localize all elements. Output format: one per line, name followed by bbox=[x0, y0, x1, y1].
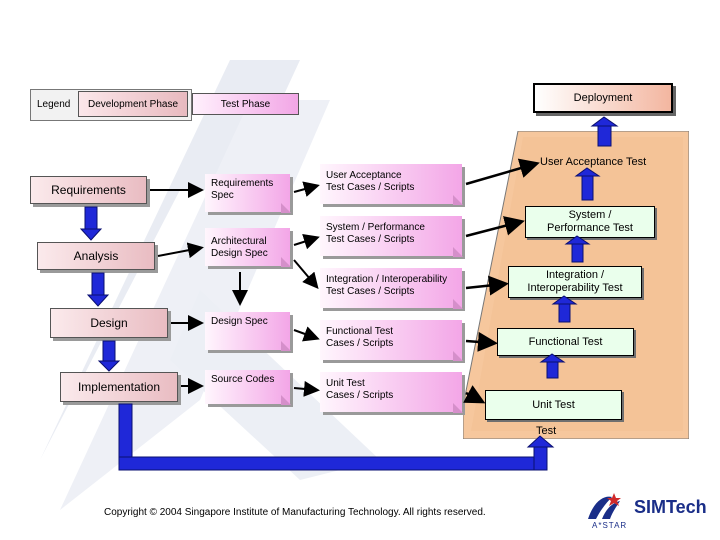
functional-cases-line2: Cases / Scripts bbox=[326, 338, 394, 349]
integration-cases-line1: Integration / Interoperability bbox=[326, 274, 448, 285]
arrow-unit-to-functional-head bbox=[539, 353, 566, 363]
arrow-integration-cases-to-integration-test bbox=[465, 275, 509, 296]
arrow-source-to-unit-cases bbox=[293, 380, 320, 397]
arrow-uat-to-deployment-head bbox=[590, 116, 619, 127]
arrow-uat-cases-to-uat bbox=[465, 158, 540, 186]
arrow-analysis-to-design-head bbox=[86, 294, 110, 307]
arrow-analysis-to-arch-spec bbox=[157, 242, 204, 259]
system-test-line1: System / bbox=[568, 209, 612, 221]
arrow-system-to-uat-head bbox=[574, 167, 601, 177]
functional-cases-line1: Functional Test bbox=[326, 326, 394, 337]
arrow-req-spec-to-uat-cases bbox=[293, 181, 320, 197]
design-spec-doc: Design Spec bbox=[205, 312, 291, 351]
user-acceptance-test-label: User Acceptance Test bbox=[540, 156, 647, 168]
architectural-design-spec-doc: Architectural Design Spec bbox=[205, 228, 291, 267]
functional-test-box: Functional Test bbox=[497, 328, 634, 356]
arrow-analysis-to-design-shaft bbox=[91, 272, 105, 296]
arrow-system-cases-to-system-test bbox=[465, 216, 525, 238]
arrow-req-to-analysis-shaft bbox=[84, 206, 98, 230]
unit-cases-line1: Unit Test bbox=[326, 378, 365, 389]
arrow-design-to-impl-shaft bbox=[102, 340, 116, 362]
arrow-arch-spec-to-system-cases bbox=[293, 234, 320, 250]
arrow-integration-to-system-head bbox=[564, 235, 591, 245]
source-codes-label: Source Codes bbox=[211, 374, 275, 385]
unit-test-box: Unit Test bbox=[485, 390, 622, 420]
astar-logo-text: A*STAR bbox=[592, 521, 628, 530]
analysis-box: Analysis bbox=[37, 242, 155, 270]
u-arrow-bottom bbox=[118, 456, 548, 471]
system-test-line2: Performance Test bbox=[546, 222, 633, 234]
requirements-spec-line1: Requirements bbox=[211, 178, 274, 189]
legend-development-phase: Development Phase bbox=[78, 91, 188, 117]
uat-cases-doc: User Acceptance Test Cases / Scripts bbox=[320, 164, 463, 205]
legend-label: Legend bbox=[37, 99, 71, 110]
integration-test-line2: Interoperability Test bbox=[527, 282, 623, 294]
deployment-box: Deployment bbox=[533, 83, 673, 113]
functional-test-label: Functional Test bbox=[528, 335, 603, 348]
legend-test-phase: Test Phase bbox=[192, 93, 299, 115]
u-arrow-right-shaft bbox=[533, 444, 548, 471]
design-box: Design bbox=[50, 308, 168, 338]
requirements-box: Requirements bbox=[30, 176, 147, 204]
arrow-req-to-analysis-head bbox=[79, 228, 103, 241]
unit-cases-line2: Cases / Scripts bbox=[326, 390, 394, 401]
arrow-functional-to-integration-head bbox=[551, 295, 578, 305]
uat-cases-line1: User Acceptance bbox=[326, 170, 402, 181]
test-label: Test bbox=[536, 425, 557, 437]
implementation-box: Implementation bbox=[60, 372, 178, 402]
requirements-spec-line2: Spec bbox=[211, 190, 234, 201]
arrow-design-spec-to-functional-cases bbox=[293, 326, 320, 342]
arrow-design-to-impl-head bbox=[97, 360, 121, 372]
system-cases-line1: System / Performance bbox=[326, 222, 425, 233]
design-spec-label: Design Spec bbox=[211, 316, 268, 327]
simtech-logo-icon bbox=[588, 493, 621, 519]
copyright-text: Copyright © 2004 Singapore Institute of … bbox=[104, 507, 486, 518]
requirements-spec-doc: Requirements Spec bbox=[205, 174, 291, 213]
system-cases-doc: System / Performance Test Cases / Script… bbox=[320, 216, 463, 257]
architectural-spec-line1: Architectural bbox=[211, 236, 267, 247]
integration-test-line1: Integration / bbox=[545, 269, 605, 281]
architectural-spec-line2: Design Spec bbox=[211, 248, 268, 259]
system-test-box: System / Performance Test bbox=[525, 206, 655, 238]
arrow-functional-cases-to-functional-test bbox=[465, 331, 498, 352]
uat-cases-line2: Test Cases / Scripts bbox=[326, 182, 415, 193]
integration-cases-doc: Integration / Interoperability Test Case… bbox=[320, 268, 463, 309]
unit-cases-doc: Unit Test Cases / Scripts bbox=[320, 372, 463, 413]
arrow-unit-cases-to-unit-test bbox=[463, 385, 486, 404]
arrow-arch-spec-to-integration-cases bbox=[293, 259, 319, 290]
integration-cases-line2: Test Cases / Scripts bbox=[326, 286, 415, 297]
source-codes-doc: Source Codes bbox=[205, 370, 291, 405]
u-arrow-head bbox=[526, 435, 555, 448]
unit-test-label: Unit Test bbox=[532, 398, 575, 411]
system-cases-line2: Test Cases / Scripts bbox=[326, 234, 415, 245]
integration-test-box: Integration / Interoperability Test bbox=[508, 266, 642, 298]
simtech-logo-text: SIMTech bbox=[634, 497, 707, 517]
functional-cases-doc: Functional Test Cases / Scripts bbox=[320, 320, 463, 361]
